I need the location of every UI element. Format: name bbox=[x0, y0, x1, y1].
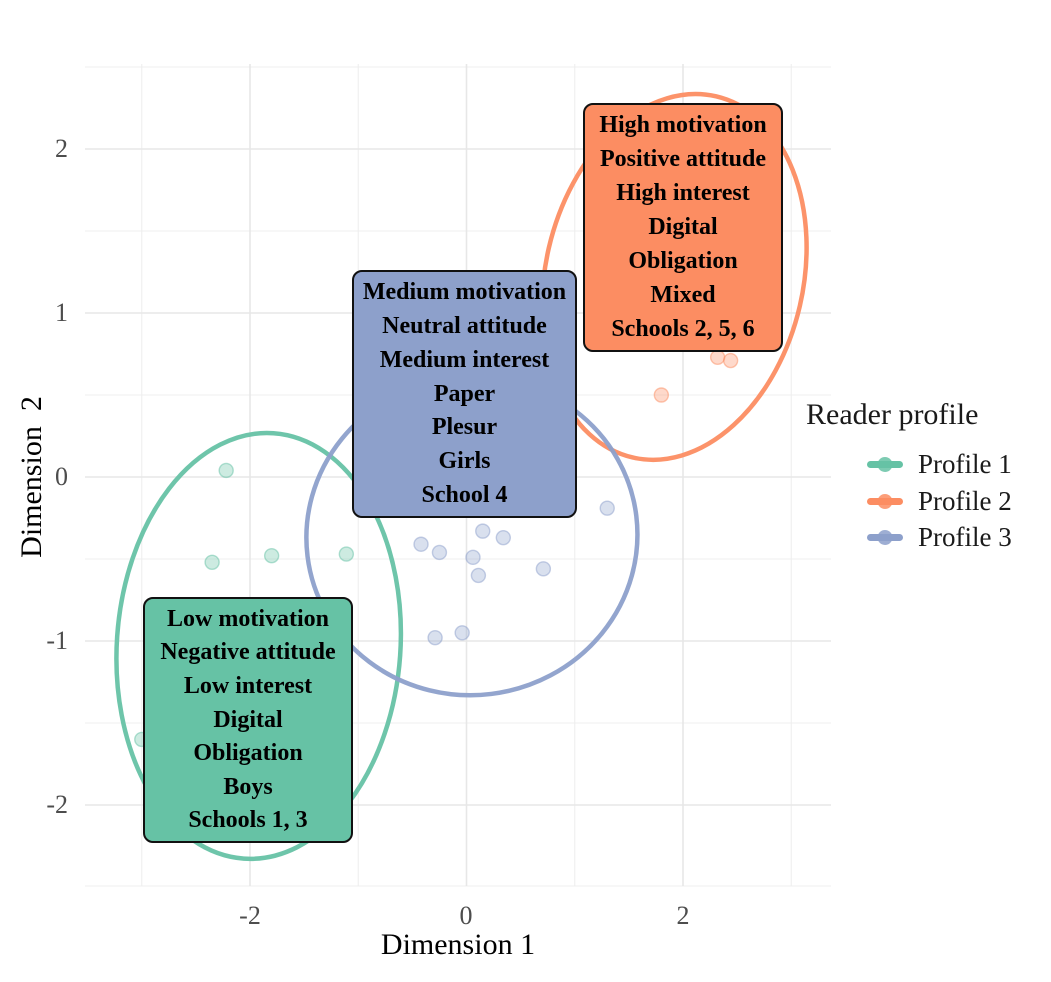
annotation-line: Low interest bbox=[183, 672, 313, 699]
annotation-line: High interest bbox=[616, 180, 750, 206]
annotation-line: Medium interest bbox=[379, 346, 550, 373]
annotation-line: Digital bbox=[648, 214, 718, 240]
data-point-profile-2 bbox=[722, 352, 739, 369]
annotation-line: Low motivation bbox=[167, 605, 329, 632]
data-point-profile-3 bbox=[454, 625, 470, 641]
annotation-line: Positive attitude bbox=[600, 146, 766, 172]
x-tick-label: 2 bbox=[676, 901, 690, 930]
annotation-line: Schools 1, 3 bbox=[188, 807, 308, 834]
annotation-line: High motivation bbox=[599, 112, 767, 138]
profile-1-annotation-box: Low motivation Negative attitude Low int… bbox=[143, 597, 353, 843]
data-point-profile-3 bbox=[495, 529, 512, 546]
annotation-line: Schools 2, 5, 6 bbox=[611, 316, 755, 342]
annotation-line: Negative attitude bbox=[160, 639, 336, 666]
y-axis-title: Dimension 2 bbox=[15, 396, 48, 558]
annotation-line: Digital bbox=[213, 706, 283, 733]
data-point-profile-3 bbox=[427, 630, 443, 646]
legend-item-label: Profile 3 bbox=[918, 522, 1012, 552]
y-tick-label: 2 bbox=[55, 134, 68, 163]
annotation-line: Boys bbox=[223, 773, 273, 800]
cluster-ellipse-profile-2 bbox=[539, 91, 809, 463]
data-point-profile-1 bbox=[218, 462, 234, 479]
legend-item-profile-1: Profile 1 bbox=[800, 449, 1045, 479]
y-tick-label: 0 bbox=[55, 462, 68, 491]
y-tick-label: 1 bbox=[55, 298, 68, 327]
annotation-line: Plesur bbox=[431, 414, 498, 441]
x-tick-label: -2 bbox=[239, 901, 261, 930]
y-tick-label: -1 bbox=[46, 626, 68, 655]
legend-item-profile-2: Profile 2 bbox=[800, 486, 1045, 516]
data-point-profile-1 bbox=[204, 554, 220, 570]
legend-item-label: Profile 1 bbox=[918, 449, 1012, 479]
data-point-profile-3 bbox=[475, 523, 491, 539]
annotation-line: Medium motivation bbox=[362, 278, 567, 305]
x-axis-title: Dimension 1 bbox=[380, 928, 536, 961]
profile-2-annotation-box: High motivation Positive attitude High i… bbox=[583, 103, 783, 352]
data-point-profile-3 bbox=[535, 561, 552, 577]
legend-key-icon bbox=[867, 494, 903, 509]
annotation-line: Obligation bbox=[628, 248, 738, 274]
annotation-line: Neutral attitude bbox=[382, 312, 547, 339]
data-point-profile-3 bbox=[470, 567, 487, 584]
data-point-profile-3 bbox=[465, 549, 481, 566]
y-tick-label: -2 bbox=[46, 790, 68, 819]
cluster-ellipse-profile-1 bbox=[114, 430, 404, 862]
x-tick-label: 0 bbox=[459, 901, 473, 930]
annotation-line: Paper bbox=[433, 380, 496, 407]
legend-key-icon bbox=[867, 530, 903, 545]
legend-title: Reader profile bbox=[806, 398, 979, 431]
legend-key-icon bbox=[867, 457, 903, 472]
data-point-profile-3 bbox=[599, 500, 615, 516]
annotation-line: Obligation bbox=[193, 740, 303, 767]
data-point-profile-2 bbox=[709, 349, 726, 365]
annotation-line: Mixed bbox=[650, 282, 716, 308]
data-point-profile-3 bbox=[413, 536, 429, 552]
data-point-profile-1 bbox=[263, 548, 280, 564]
annotation-line: School 4 bbox=[421, 482, 508, 509]
annotation-line: Girls bbox=[438, 448, 491, 475]
data-point-profile-3 bbox=[431, 544, 448, 561]
profile-3-annotation-box: Medium motivation Neutral attitude Mediu… bbox=[352, 270, 577, 518]
legend-item-label: Profile 2 bbox=[918, 486, 1012, 516]
legend: Reader profile Profile 1 Profile 2 Profi… bbox=[800, 398, 1045, 552]
legend-item-profile-3: Profile 3 bbox=[800, 522, 1045, 552]
data-point-profile-2 bbox=[653, 387, 670, 403]
data-point-profile-1 bbox=[338, 546, 355, 562]
